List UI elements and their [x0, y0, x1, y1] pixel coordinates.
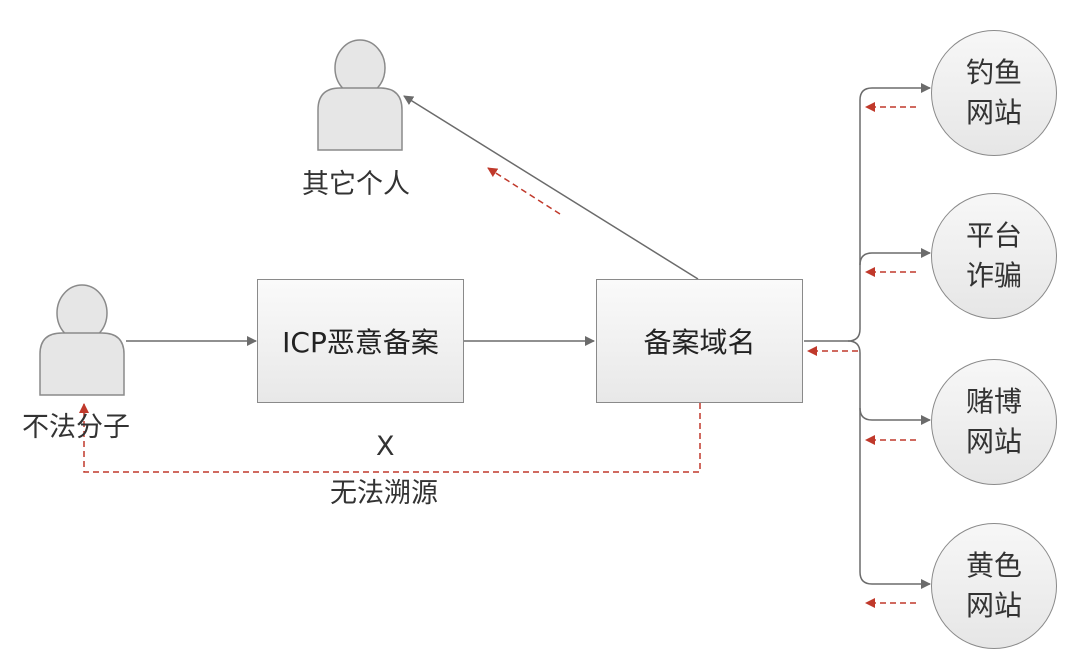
- others-label: 其它个人: [302, 169, 410, 200]
- person-icon-criminal: [39, 284, 125, 396]
- target-platform-line1: 平台: [965, 219, 1022, 252]
- target-adult-site: 黄色 网站: [931, 523, 1057, 649]
- untraceable-mark: X: [376, 431, 395, 462]
- arrow-domain-to-others: [403, 95, 699, 280]
- dashed-path-untraceable: [79, 403, 701, 473]
- distribution-bracket: [804, 83, 931, 589]
- target-gambling-line1: 赌博: [965, 385, 1022, 418]
- registered-domain-box: 备案域名: [596, 279, 803, 403]
- icp-malicious-filing-box: ICP恶意备案: [257, 279, 464, 403]
- person-icon-others: [317, 39, 403, 151]
- dashed-arrow-to-others: [487, 167, 561, 215]
- target-adult-line2: 网站: [965, 589, 1022, 622]
- target-phishing-site: 钓鱼 网站: [931, 30, 1057, 156]
- target-platform-line2: 诈骗: [965, 259, 1022, 292]
- target-gambling-site: 赌博 网站: [931, 359, 1057, 485]
- untraceable-label: 无法溯源: [330, 478, 438, 509]
- target-adult-line1: 黄色: [965, 549, 1022, 582]
- target-phishing-line2: 网站: [965, 96, 1022, 129]
- icp-malicious-filing-label: ICP恶意备案: [282, 326, 439, 359]
- target-gambling-line2: 网站: [965, 425, 1022, 458]
- registered-domain-label: 备案域名: [643, 326, 756, 359]
- target-phishing-line1: 钓鱼: [965, 56, 1022, 89]
- dashed-returns-from-targets: [807, 102, 916, 608]
- target-platform-fraud: 平台 诈骗: [931, 193, 1057, 319]
- criminal-label: 不法分子: [22, 412, 130, 443]
